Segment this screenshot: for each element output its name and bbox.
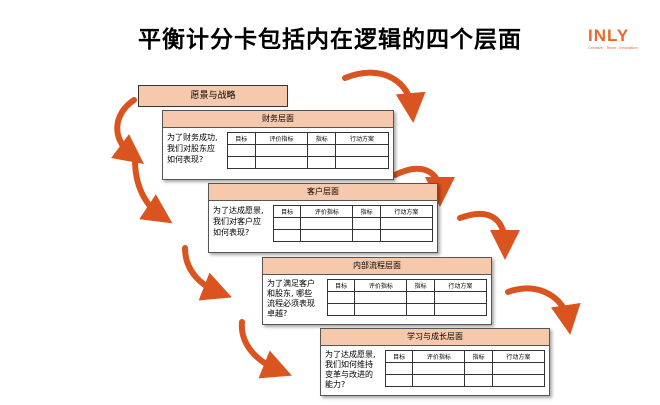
panel-question: 为了财务成功, 我们对股东应 如何表现? [167,132,218,165]
header-action: 行动方案 [433,279,488,292]
logo-subtext: Creative . Team . Innovation [588,45,638,50]
question-line: 为了财务成功, [167,133,218,142]
table-row [384,374,546,387]
panel-question: 为了达成愿景, 我们如何维持 变革与改进的 能力? [325,350,376,390]
header-objective: 目标 [384,350,414,363]
left-arrow-1 [110,97,144,165]
question-line: 我们对股东应 [167,144,215,153]
header-action: 行动方案 [335,132,389,145]
header-objective: 目标 [272,205,302,218]
question-line: 如何表现? [167,155,204,164]
panel-customer: 客户层面 为了达成愿景, 我们对客户应 如何表现? 目标 评价指标 指标 行动方… [208,183,438,253]
header-objective: 目标 [227,132,256,145]
left-arrow-3 [182,245,232,301]
question-line: 为了达成愿景, [213,206,264,215]
table-row [227,144,389,157]
header-measure: 评价指标 [254,132,309,145]
panel-finance: 财务层面 为了财务成功, 我们对股东应 如何表现? 目标 评价指标 指标 行动方… [162,110,394,180]
question-line: 变革与改进的 [325,370,373,379]
table-row [326,303,488,316]
header-action: 行动方案 [379,205,434,218]
panel-question: 为了达成愿景, 我们对客户应 如何表现? [213,205,264,238]
panel-title: 内部流程层面 [263,258,491,275]
question-line: 我们如何维持 [325,360,373,369]
table-row [227,156,389,169]
page-title: 平衡计分卡包括内在逻辑的四个层面 [138,27,522,53]
header-measure: 评价指标 [354,279,408,292]
panel-title: 财务层面 [163,111,393,128]
question-line: 流程必须表现 [267,299,315,308]
question-line: 我们对客户应 [213,217,261,226]
kpi-table: 目标 评价指标 指标 行动方案 [326,279,488,316]
header-indicator: 指标 [352,205,381,218]
panel-internal-process: 内部流程层面 为了满足客户 和股东, 哪些 流程必须表现 卓越? 目标 评价指标… [262,257,492,325]
kpi-table: 目标 评价指标 指标 行动方案 [272,205,434,242]
table-row [272,229,434,242]
table-row [384,362,546,375]
right-arrow-1 [342,69,426,123]
table-row [326,291,488,304]
vision-strategy-box: 愿景与战略 [138,85,288,107]
header-indicator: 指标 [307,132,337,145]
question-line: 能力? [325,380,346,389]
header-action: 行动方案 [491,350,546,363]
logo-text: INLY [588,26,630,45]
left-arrow-2 [132,157,173,224]
right-arrow-4 [505,285,581,335]
panel-title: 学习与成长层面 [321,329,549,346]
question-line: 如何表现? [213,228,250,237]
panel-question: 为了满足客户 和股东, 哪些 流程必须表现 卓越? [267,279,315,319]
header-indicator: 指标 [406,279,435,292]
left-arrow-4 [238,319,292,379]
header-measure: 评价指标 [412,350,466,363]
question-line: 和股东, 哪些 [267,289,313,298]
kpi-table: 目标 评价指标 指标 行动方案 [384,350,546,387]
header-objective: 目标 [326,279,356,292]
brand-logo: INLY Creative . Team . Innovation [588,27,648,57]
panel-learning-growth: 学习与成长层面 为了达成愿景, 我们如何维持 变革与改进的 能力? 目标 评价指… [320,328,550,396]
kpi-table: 目标 评价指标 指标 行动方案 [227,132,389,169]
header-indicator: 指标 [464,350,493,363]
question-line: 为了达成愿景, [325,350,376,359]
question-line: 卓越? [267,309,288,318]
right-arrow-2 [392,165,455,207]
panel-title: 客户层面 [209,184,437,201]
right-arrow-3 [457,210,520,260]
header-measure: 评价指标 [300,205,354,218]
question-line: 为了满足客户 [267,279,315,288]
table-row [272,217,434,230]
